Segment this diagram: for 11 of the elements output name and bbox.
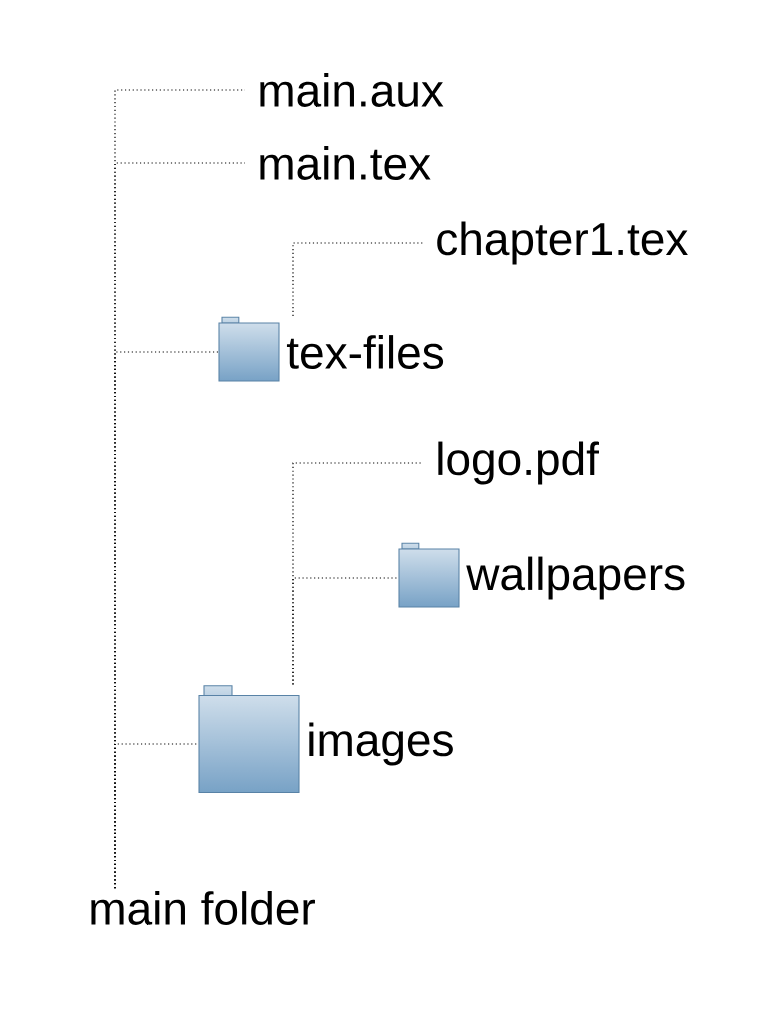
tree-line [292, 242, 424, 317]
folder-name: images [309, 722, 453, 766]
file-name: chapter1.tex [437, 221, 688, 265]
folder-name: wallpapers [466, 556, 685, 600]
file-name: main.aux [260, 73, 444, 107]
tree-line [114, 743, 200, 889]
tree-line [292, 577, 400, 686]
file-name: main.tex [260, 146, 431, 180]
file-name: logo.pdf [438, 441, 599, 485]
folder-name: main folder [91, 891, 315, 925]
folder-name: tex-files [286, 335, 444, 369]
